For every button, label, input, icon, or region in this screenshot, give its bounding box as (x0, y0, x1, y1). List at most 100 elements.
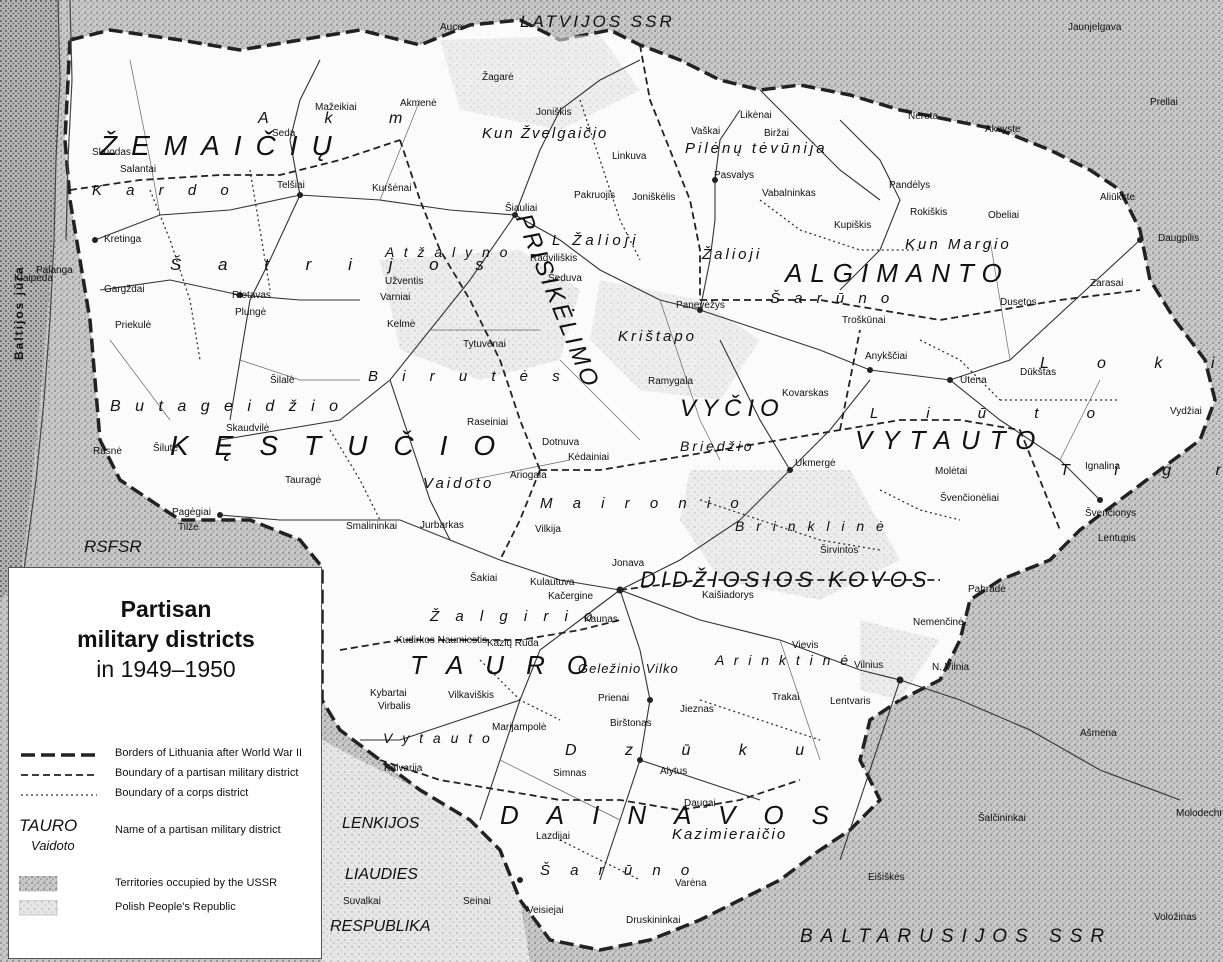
label-latvia: LATVIJOS SSR (520, 12, 675, 31)
label-rsfsr: RSFSR (84, 537, 142, 556)
town-label: Lentupis (1098, 533, 1136, 544)
town-label: Palanga (36, 265, 73, 276)
poland-territory (322, 740, 530, 962)
town-label: Švenčionėliai (940, 493, 999, 504)
legend-row-poland: Polish People's Republic (18, 899, 236, 919)
town-label: Marijampolė (492, 722, 547, 733)
town-label: Skaudvilė (226, 423, 270, 434)
town-label: Klaipėda (14, 273, 53, 284)
sub-vaidoto: Vaidoto (423, 475, 495, 492)
label-poland-3: RESPUBLIKA (330, 918, 431, 935)
town-label: Alytus (660, 766, 688, 777)
town-label: Birštonas (610, 718, 652, 729)
town-label: Seda (272, 128, 296, 139)
district-tauro: TAURO (410, 650, 610, 680)
town-label: Veisiejai (527, 905, 564, 916)
town-label: Dusetos (1000, 297, 1037, 308)
legend-text-border: Borders of Lithuania after World War II (115, 747, 303, 759)
legend-swatch-ussr (18, 875, 58, 892)
sub-saruno-n: Š a r ū n o (770, 290, 895, 307)
district-vycio: VYČIO (680, 395, 785, 422)
town-label: Prellai (1150, 97, 1178, 108)
town-label: Salantai (120, 164, 157, 175)
town-label: Daugpilis (1158, 233, 1200, 244)
sub-kun-margio: Kun Margio (905, 236, 1012, 253)
town-label: Ignalina (1085, 461, 1121, 472)
sub-vytauto-s: V y t a u t o (383, 730, 493, 746)
town-label: Jieznas (680, 704, 714, 715)
town-label: Kaišiadorys (702, 590, 754, 601)
town-label: Kudirkos Naumiestis (396, 635, 488, 646)
town-label: Rietavas (232, 290, 271, 301)
town-label: Troškūnai (842, 315, 886, 326)
town-label: Skuodas (92, 147, 131, 158)
town-label: Smalininkai (346, 521, 398, 532)
legend-title-line1: Partisan (120, 596, 212, 622)
town-label: Zarasai (1090, 278, 1124, 289)
town-label: Šiauliai (505, 203, 538, 214)
town-label: Dūkštas (1020, 367, 1057, 378)
town-label: Širvintos (820, 545, 859, 556)
town-label: Šeduva (548, 273, 582, 284)
legend-title-line2: military districts (77, 626, 255, 652)
town-dots (92, 177, 1143, 883)
district-boundaries (69, 44, 1141, 811)
town-label: Kalvarija (384, 763, 423, 774)
sub-brinkline: B r i n k l i n ė (735, 518, 888, 534)
town-label: Rokiškis (910, 207, 948, 218)
town-label: Kupiškis (834, 220, 872, 231)
town-label: Šilutė (153, 443, 179, 454)
town-label: Vilkaviškis (448, 690, 494, 701)
town-label: Pagėgiai (172, 507, 211, 518)
district-vytauto: VYTAUTO (855, 425, 1046, 455)
town-label: Kaunas (584, 614, 618, 625)
sub-kazimieraicio: Kazimieraičio (672, 826, 788, 843)
town-label: Linkuva (612, 151, 647, 162)
town-label: Molėtai (935, 466, 968, 477)
town-label: Kulautuva (530, 577, 575, 588)
sub-akmenes: A k m (258, 110, 429, 127)
town-label: Lazdijai (536, 831, 570, 842)
sub-gelezinio-vilko: Geležinio Vilko (578, 661, 679, 676)
sub-saruno-s: Š a r ū n o (540, 862, 698, 879)
interior-shade-2 (590, 280, 760, 400)
town-label: Jurbarkas (420, 520, 464, 531)
town-label: Daugai (684, 798, 716, 809)
legend-row-corps-boundary: Boundary of a corps district (19, 787, 248, 803)
sub-maironio: M a i r o n i o (540, 495, 747, 512)
town-label: Panevėžys (676, 300, 725, 311)
legend-row-lithuania-border: Borders of Lithuania after World War II (19, 747, 302, 763)
town-label: Kovarskas (782, 388, 829, 399)
town-label: Šalčininkai (978, 813, 1026, 824)
sub-kun-zvelgaicio: Kun Žvelgaičio (482, 125, 609, 142)
town-label: Ramygala (648, 376, 694, 387)
legend-text-district: Boundary of a partisan military district (115, 767, 299, 779)
town-label: Joniškis (536, 107, 572, 118)
town-label: Kretinga (104, 234, 142, 245)
town-label: Telšiai (277, 180, 305, 191)
legend-row-ussr: Territories occupied by the USSR (18, 875, 277, 895)
sub-atzalyno: A t ž a l y n o (385, 244, 511, 260)
legend-row-district-name: TAURO Vaidoto Name of a partisan militar… (19, 816, 319, 856)
town-label: Priekulė (115, 320, 152, 331)
town-label: Pasvalys (714, 170, 755, 181)
town-label: Kėdainiai (568, 452, 610, 463)
legend-text-ussr: Territories occupied by the USSR (115, 877, 278, 889)
sub-liuto: L i ū t o (870, 405, 1117, 422)
town-label: Trakai (772, 692, 800, 703)
legend-swatch-poland (18, 899, 58, 916)
town-label: Voložinas (1154, 912, 1197, 923)
town-label: Vydžiai (1170, 406, 1202, 417)
town-label: N. Vilnia (932, 662, 970, 673)
legend-text-corps: Boundary of a corps district (115, 787, 249, 799)
town-label: Ukmergė (795, 458, 836, 469)
town-label: Tytuvėnai (463, 339, 506, 350)
legend-swatch-border (21, 753, 97, 757)
legend-sample-main: TAURO (19, 816, 78, 835)
legend-swatch-district (21, 774, 97, 776)
town-label: Kuršėnai (372, 183, 412, 194)
baltic-sea (0, 0, 60, 600)
interior-shade-1 (380, 250, 580, 380)
town-label: Anykščiai (865, 351, 908, 362)
